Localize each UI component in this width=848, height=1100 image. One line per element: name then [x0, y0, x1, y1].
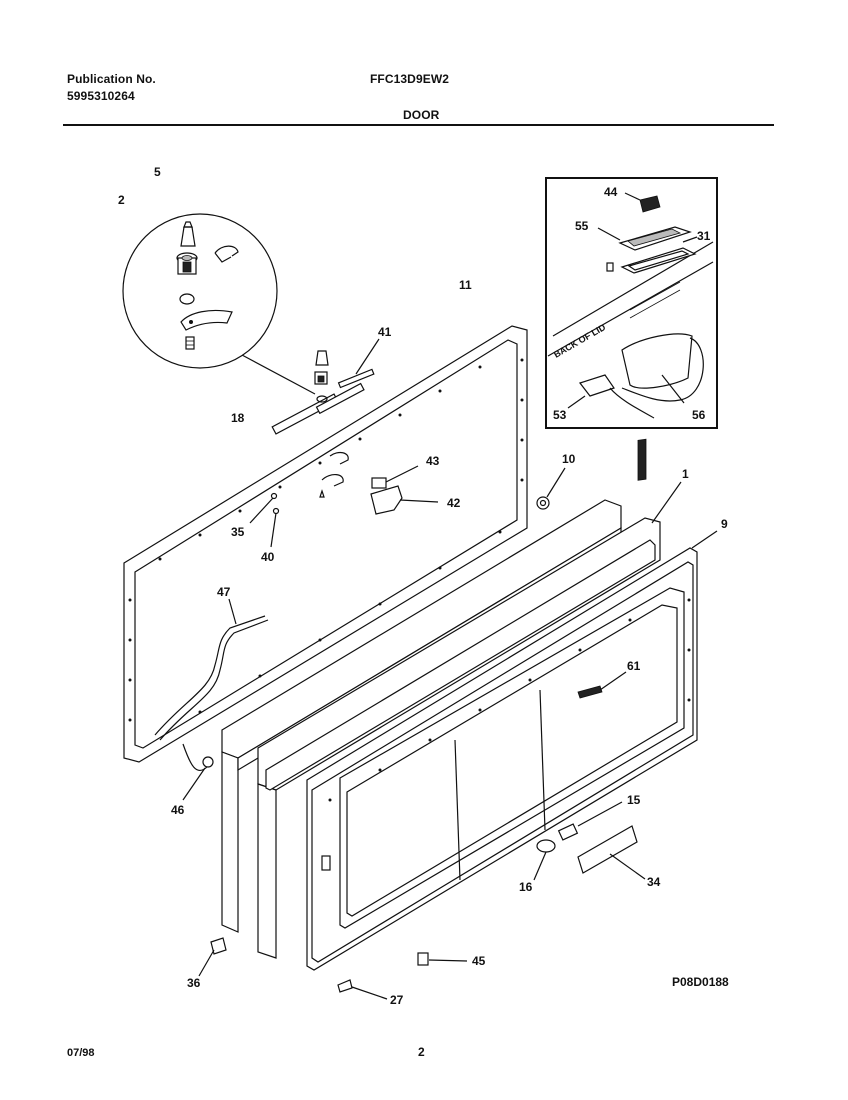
drawing-id: P08D0188 [672, 975, 729, 989]
publication-number: 5995310264 [67, 89, 135, 103]
callout-44: 44 [604, 185, 618, 199]
callout-46: 46 [171, 803, 185, 817]
back-of-lid-label: BACK OF LID [552, 322, 608, 360]
callout-2: 2 [118, 193, 125, 207]
callout-16: 16 [519, 880, 533, 894]
callout-43: 43 [426, 454, 440, 468]
part-45 [417, 952, 429, 966]
callout-47: 47 [217, 585, 231, 599]
part-36 [210, 937, 227, 955]
callout-55: 55 [575, 219, 589, 233]
callout-40: 40 [261, 550, 275, 564]
publication-label: Publication No. [67, 72, 156, 86]
door-panel-9 [306, 530, 718, 971]
callout-1: 1 [682, 467, 689, 481]
hinge-detail-circle [122, 213, 316, 395]
callout-35: 35 [231, 525, 245, 539]
footer-date: 07/98 [67, 1047, 95, 1059]
model-number: FFC13D9EW2 [370, 72, 450, 86]
callout-45: 45 [472, 954, 486, 968]
callout-10: 10 [562, 452, 576, 466]
callout-56: 56 [692, 408, 706, 422]
section-title: DOOR [403, 108, 440, 122]
part-27 [337, 979, 353, 993]
inset-back-of-lid [545, 177, 718, 429]
header-rule [63, 124, 774, 126]
switch-parts [533, 801, 646, 881]
callout-41: 41 [378, 325, 392, 339]
door-gasket-1 [257, 438, 682, 959]
part-10 [536, 496, 550, 510]
callout-53: 53 [553, 408, 567, 422]
callout-61: 61 [627, 659, 641, 673]
callout-5: 5 [154, 165, 161, 179]
callout-9: 9 [721, 517, 728, 531]
door-frame-11 [123, 325, 528, 801]
callout-34: 34 [647, 875, 661, 889]
callout-15: 15 [627, 793, 641, 807]
callout-31: 31 [697, 229, 711, 243]
callout-18: 18 [231, 411, 245, 425]
callout-27: 27 [390, 993, 404, 1007]
callout-42: 42 [447, 496, 461, 510]
callout-11: 11 [459, 278, 472, 292]
page-number: 2 [418, 1045, 425, 1059]
callout-36: 36 [187, 976, 201, 990]
